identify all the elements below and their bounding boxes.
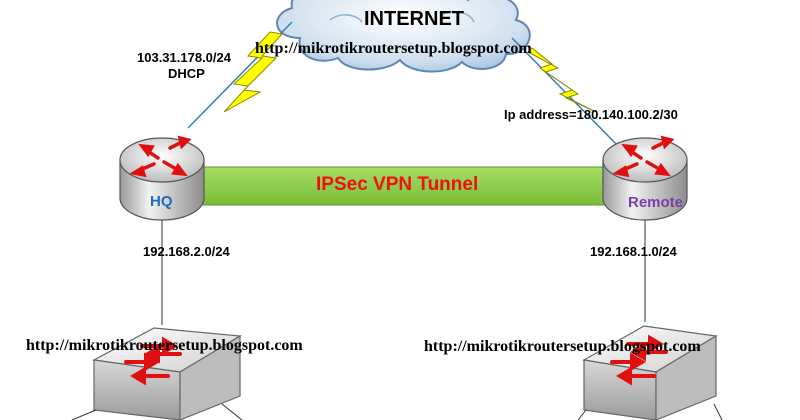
remote-router-label: Remote <box>628 194 684 211</box>
watermark-left: http://mikrotikroutersetup.blogspot.com <box>26 337 303 354</box>
remote-wan-lightning-icon <box>511 37 623 151</box>
hq-lan-subnet-label: 192.168.2.0/24 <box>143 244 230 259</box>
remote-switch-icon <box>582 325 718 420</box>
remote-router-icon <box>602 135 688 221</box>
hq-switch-icon <box>92 327 242 420</box>
watermark-top: http://mikrotikroutersetup.blogspot.com <box>255 40 532 57</box>
hq-wan-subnet-label: 103.31.178.0/24 <box>137 50 231 65</box>
tunnel-label: IPSec VPN Tunnel <box>316 174 479 195</box>
hq-switch-port-line-left <box>71 409 97 420</box>
hq-switch-port-line-right <box>221 403 243 420</box>
internet-cloud-icon <box>276 0 531 73</box>
remote-switch-port-line-right <box>713 403 723 420</box>
remote-lan-subnet-label: 192.168.1.0/24 <box>590 244 677 259</box>
hq-wan-mode-label: DHCP <box>168 66 205 81</box>
internet-label: INTERNET <box>364 8 464 30</box>
watermark-right: http://mikrotikroutersetup.blogspot.com <box>424 338 701 355</box>
hq-router-icon <box>119 135 205 221</box>
hq-router-label: HQ <box>150 193 173 210</box>
remote-wan-ip-label: Ip address=180.140.100.2/30 <box>504 107 678 122</box>
remote-switch-port-line-left <box>577 409 587 420</box>
hq-wan-lightning-icon <box>187 21 293 129</box>
